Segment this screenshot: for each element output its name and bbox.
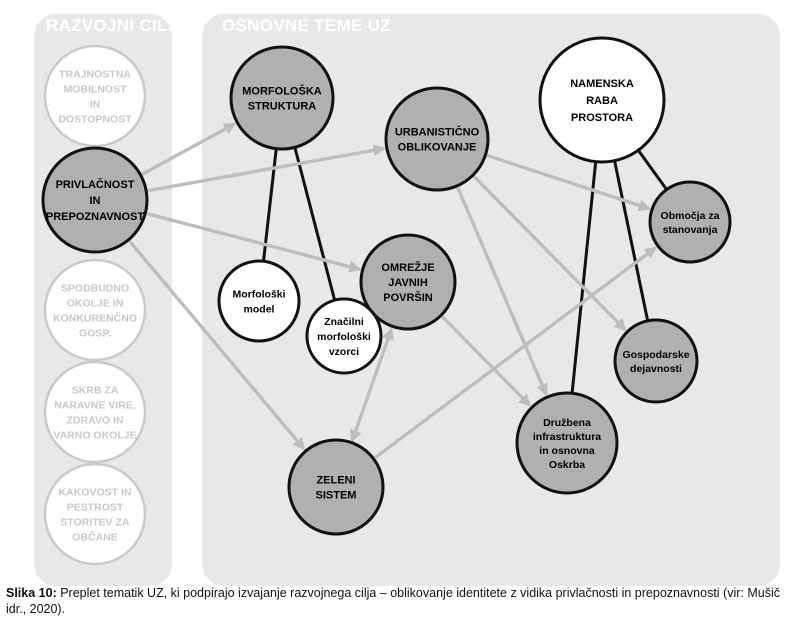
- goal-label-line: STORITEV ZA: [60, 516, 130, 528]
- themes-panel-title: OSNOVNE TEME UZ: [222, 16, 391, 35]
- theme-circle: [384, 86, 490, 192]
- subtopic-label-line: in osnovna: [539, 445, 595, 457]
- link-nam-stan: [635, 147, 669, 193]
- theme-label-line: OBLIKOVANJE: [398, 141, 477, 153]
- link-morf-vzorci: [292, 145, 337, 303]
- goal-node-skrb-za-naravne-vire-zdravo-in-varno-okolje: SKRB ZA NARAVNE VIRE, ZDRAVO IN VARNO OKOLJ…: [43, 360, 147, 464]
- goal-label-line: OKOLJE IN: [67, 297, 124, 309]
- goal-label-line: VARNO OKOLJE: [53, 429, 136, 441]
- theme-node-namenska-raba-prostora: NAMENSKA RABA PROSTORA: [538, 36, 666, 164]
- figure-caption: Slika 10: Preplet tematik UZ, ki podpira…: [6, 585, 794, 617]
- goal-label-line: PREPOZNAVNOST: [46, 211, 144, 223]
- subtopic-circle: [515, 391, 619, 495]
- goal-label-line: MOBILNOST: [64, 83, 128, 95]
- goal-label-line: SPODBUDNO: [61, 282, 129, 294]
- subtopic-label-line: Morfološki: [232, 288, 285, 300]
- subtopic-label-line: Gospodarske: [622, 349, 689, 361]
- arrow-g2-omr: [146, 212, 362, 273]
- subtopic-circle: [613, 318, 699, 404]
- arrow-urb-druzb: [456, 187, 548, 396]
- subtopic-circle: [305, 297, 383, 375]
- theme-circle: [229, 45, 335, 151]
- theme-label-line: PROSTORA: [571, 112, 633, 124]
- theme-label-line: URBANISTIČNO: [395, 125, 480, 138]
- subtopic-label-line: stanovanja: [663, 224, 718, 236]
- goal-label-line: SKRB ZA: [72, 384, 119, 396]
- theme-label-line: RABA: [586, 95, 618, 107]
- arrow-zel-stan: [374, 246, 658, 459]
- goal-circle: [43, 360, 147, 464]
- theme-label-line: OMREŽJE: [381, 261, 434, 274]
- goal-node-privlacnost-in-prepoznavnost: PRIVLAČNOST IN PREPOZNAVNOST: [41, 146, 149, 254]
- subtopic-label-line: Značilni: [324, 316, 364, 328]
- theme-label-line: POVRŠIN: [383, 291, 433, 304]
- goal-label-line: IN: [90, 195, 101, 207]
- subtopic-label-line: infrastruktura: [533, 431, 601, 443]
- goal-label-line: PRIVLAČNOST: [56, 178, 135, 191]
- theme-label-line: ZELENI: [316, 474, 355, 486]
- link-nam-druzb: [570, 159, 598, 396]
- arrow-g2-zel: [128, 240, 306, 451]
- arrow-g2-urb: [147, 144, 386, 193]
- theme-node-morfoloska-struktura: MORFOLOŠKA STRUKTURA: [229, 45, 335, 151]
- subtopic-node-obmocja-za-stanovanja: Območja za stanovanja: [648, 180, 732, 264]
- goal-label-line: IN: [90, 98, 101, 110]
- theme-node-omrezje-javnih-povrsin: OMREŽJE JAVNIH POVRŠIN: [359, 233, 457, 331]
- theme-node-zeleni-sistem: ZELENI SISTEM: [287, 438, 385, 536]
- goal-circle: [43, 258, 147, 362]
- theme-label-line: STRUKTURA: [248, 100, 316, 112]
- theme-circle: [359, 233, 457, 331]
- link-nam-gosp: [612, 158, 650, 324]
- subtopic-circle: [217, 259, 301, 343]
- subtopic-label-line: dejavnosti: [630, 363, 682, 375]
- goal-label-line: NARAVNE VIRE,: [54, 399, 136, 411]
- arrows-layer: [128, 122, 658, 459]
- caption-text: Preplet tematik UZ, ki podpirajo izvajan…: [6, 586, 780, 616]
- subtopic-circle: [648, 180, 732, 264]
- goal-label-line: GOSP.: [79, 327, 111, 339]
- subtopic-node-morfoloski-model: Morfološki model: [217, 259, 301, 343]
- theme-label-line: MORFOLOŠKA: [242, 84, 321, 97]
- goal-label-line: KONKURENČNO: [53, 311, 137, 324]
- theme-circle: [287, 438, 385, 536]
- theme-circle: [538, 36, 666, 164]
- goal-label-line: PESTROST: [67, 501, 124, 513]
- theme-node-urbanisticno-oblikovanje: URBANISTIČNO OBLIKOVANJE: [384, 86, 490, 192]
- goal-label-line: ZDRAVO IN: [67, 414, 124, 426]
- goal-label-line: TRAJNOSTNA: [59, 68, 131, 80]
- caption-label: Slika 10:: [6, 586, 57, 600]
- theme-label-line: JAVNIH: [388, 277, 428, 289]
- goal-circle: [43, 44, 147, 148]
- arrow-g2-morf: [141, 122, 237, 176]
- goal-circle: [43, 462, 147, 566]
- goal-label-line: DOSTOPNOST: [58, 113, 132, 125]
- goal-label-line: KAKOVOST IN: [59, 486, 132, 498]
- arrow-zel-omr: [349, 327, 394, 443]
- goal-label-line: OBČANE: [72, 530, 118, 543]
- goal-node-spodbudno-okolje-in-konkurencno-gosp: SPODBUDNO OKOLJE IN KONKURENČNO GOSP.: [43, 258, 147, 362]
- goal-node-kakovost-in-pestrost-storitev-za-obcane: KAKOVOST IN PESTROST STORITEV ZA OBČANE: [43, 462, 147, 566]
- subtopic-label-line: Območja za: [661, 210, 720, 222]
- subtopic-label-line: vzorci: [329, 346, 359, 358]
- subtopic-label-line: Družbena: [543, 417, 591, 429]
- nodes-layer: TRAJNOSTNA MOBILNOST IN DOSTOPNOST PRIVLAČNO…: [41, 36, 732, 566]
- arrow-omr-druzb: [441, 315, 532, 407]
- goals-panel-title: RAZVOJNI CILJI: [46, 16, 183, 35]
- goal-node-trajnostna-mobilnost-in-dostopnost: TRAJNOSTNA MOBILNOST IN DOSTOPNOST: [43, 44, 147, 148]
- subtopic-label-line: morfološki: [317, 331, 371, 343]
- goal-circle: [41, 146, 149, 254]
- subtopic-node-gospodarske-dejavnosti: Gospodarske dejavnosti: [613, 318, 699, 404]
- subtopic-label-line: model: [244, 303, 275, 315]
- theme-label-line: NAMENSKA: [570, 78, 634, 90]
- subtopic-label-line: Oskrba: [549, 459, 585, 471]
- subtopic-node-znacilni-morfoloski-vzorci: Značilni morfološki vzorci: [305, 297, 383, 375]
- arrow-urb-stan: [486, 153, 651, 212]
- arrow-urb-gosp: [473, 175, 627, 331]
- theme-label-line: SISTEM: [316, 489, 357, 501]
